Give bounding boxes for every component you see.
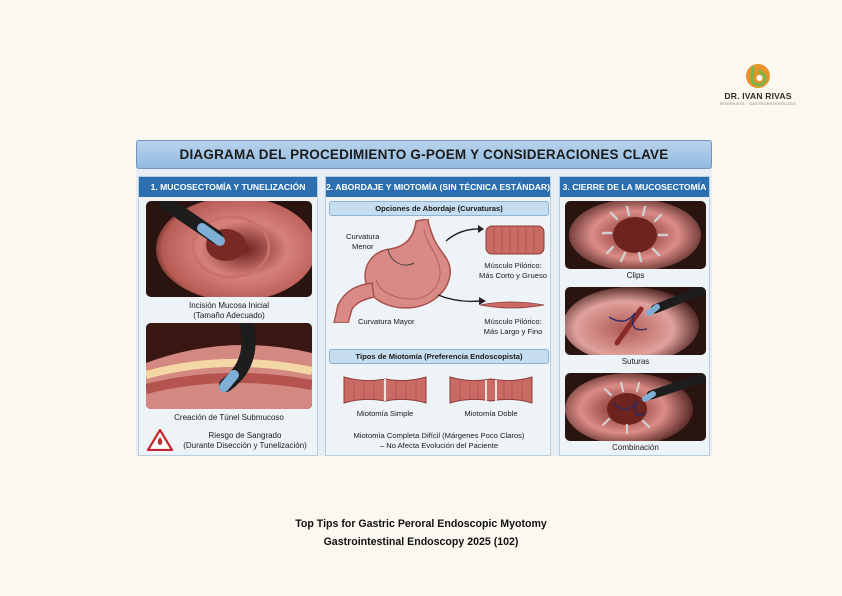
- label-sutures: Suturas: [621, 357, 650, 366]
- myotomy-note: Miotomía Completa Difícil (Márgenes Poco…: [326, 431, 552, 450]
- brand-name: DR. IVAN RIVAS: [724, 91, 792, 101]
- risk-line1: Riesgo de Sangrado: [208, 431, 282, 440]
- clips-closure-illustration: [565, 201, 706, 269]
- submucosal-tunnel-illustration: [146, 323, 312, 409]
- infographic: DIAGRAMA DEL PROCEDIMIENTO G-POEM Y CONS…: [136, 140, 712, 456]
- citation-journal: Gastrointestinal Endoscopy 2025 (102): [323, 536, 519, 548]
- label-pylorus-long-line1: Músculo Pilórico:: [484, 317, 542, 326]
- single-myotomy-illustration: [343, 376, 427, 404]
- myotomy-note-line1: Miotomía Completa Difícil (Márgenes Poco…: [353, 431, 525, 440]
- panel-mucosectomy: 1. MUCOSECTOMÍA Y TUNELIZACIÓN: [138, 176, 318, 456]
- mucosal-incision-illustration: [146, 201, 312, 297]
- label-pylorus-short-line1: Músculo Pilórico:: [484, 261, 542, 270]
- label-pylorus-long-line2: Más Largo y Fino: [483, 326, 543, 336]
- label-double-myotomy: Miotomía Doble: [464, 409, 518, 418]
- caption-tunnel: Creación de Túnel Submucoso: [174, 413, 284, 422]
- thin-pylorus-muscle-icon: [479, 301, 545, 309]
- label-single-myotomy: Miotomía Simple: [356, 409, 414, 418]
- label-lesser-line1: Curvatura: [346, 232, 380, 241]
- subheading-approach-options: Opciones de Abordaje (Curvaturas): [329, 201, 549, 216]
- brand-subtitle: INTERNISTA · GASTROENTERÓLOGO: [719, 102, 797, 106]
- panel-1-heading: 1. MUCOSECTOMÍA Y TUNELIZACIÓN: [139, 177, 317, 197]
- caption-incision-line2: (Tamaño Adecuado): [193, 311, 265, 320]
- label-greater-curvature: Curvatura Mayor: [358, 317, 415, 326]
- panel-approach-myotomy: 2. ABORDAJE Y MIOTOMÍA (SIN TÉCNICA ESTÁ…: [325, 176, 551, 456]
- label-pylorus-short: Músculo Pilórico: Más Corto y Grueso: [474, 261, 552, 280]
- arrow-to-short-pylorus-icon: [445, 225, 484, 242]
- label-combination: Combinación: [612, 443, 659, 452]
- sutures-closure-illustration: [565, 287, 706, 355]
- stomach-logo-icon: [746, 64, 770, 88]
- stomach-illustration: [333, 219, 451, 323]
- myotomy-note-line2: – No Afecta Evolución del Paciente: [379, 440, 499, 450]
- double-myotomy-illustration: [449, 376, 533, 404]
- citation-title: Top Tips for Gastric Peroral Endoscopic …: [295, 518, 547, 530]
- caption-incision-line1: Incisión Mucosa Inicial: [188, 301, 270, 310]
- label-clips: Clips: [626, 271, 645, 280]
- label-lesser-curvature: Curvatura Menor: [346, 232, 379, 251]
- combination-closure-illustration: [565, 373, 706, 441]
- diagram-title: DIAGRAMA DEL PROCEDIMIENTO G-POEM Y CONS…: [136, 140, 712, 169]
- risk-bleeding-note: Riesgo de Sangrado (Durante Disección y …: [175, 431, 315, 451]
- risk-line2: (Durante Disección y Tunelización): [183, 441, 307, 450]
- warning-blood-icon: [147, 429, 173, 451]
- panel-closure: 3. CIERRE DE LA MUCOSECTOMÍA: [559, 176, 710, 456]
- label-lesser-line2: Menor: [352, 241, 374, 251]
- thick-pylorus-muscle-icon: [485, 225, 545, 255]
- arrow-to-long-pylorus-icon: [437, 294, 486, 305]
- label-pylorus-short-line2: Más Corto y Grueso: [479, 270, 547, 280]
- panel-3-heading: 3. CIERRE DE LA MUCOSECTOMÍA: [560, 177, 709, 197]
- label-pylorus-long: Músculo Pilórico: Más Largo y Fino: [474, 317, 552, 336]
- caption-incision: Incisión Mucosa Inicial (Tamaño Adecuado…: [139, 301, 319, 321]
- panel-2-heading: 2. ABORDAJE Y MIOTOMÍA (SIN TÉCNICA ESTÁ…: [326, 177, 550, 197]
- subheading-myotomy-types: Tipos de Miotomía (Preferencia Endoscopi…: [329, 349, 549, 364]
- brand-logo: DR. IVAN RIVAS INTERNISTA · GASTROENTERÓ…: [718, 62, 798, 112]
